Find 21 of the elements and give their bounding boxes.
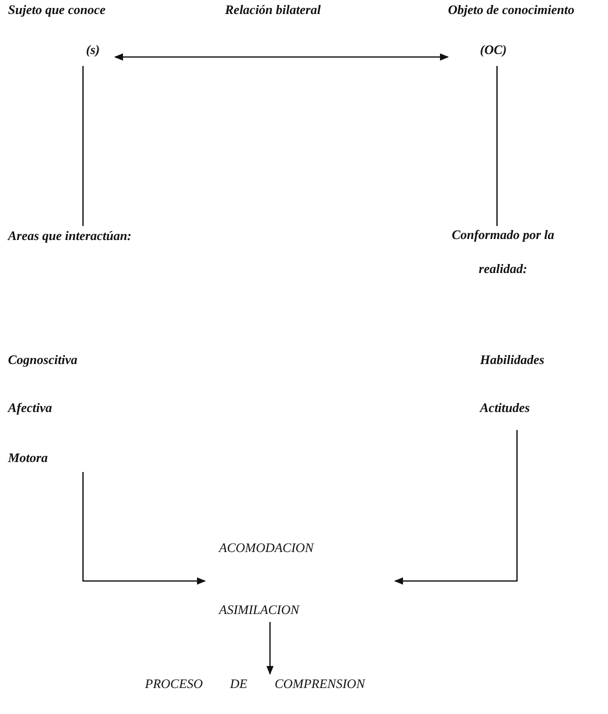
node-text: Conformado por la realidad: xyxy=(450,226,556,278)
edge-caption: Relación bilateral xyxy=(225,2,321,18)
arrow xyxy=(114,53,449,61)
node-text: ACOMODACION xyxy=(219,540,314,556)
node-text: Motora xyxy=(8,450,48,466)
connector-line xyxy=(82,66,84,226)
connector-line xyxy=(496,66,498,226)
node-text: ASIMILACION xyxy=(219,602,300,618)
node-text: Afectiva xyxy=(8,400,52,416)
node-text: PROCESO DE COMPRENSION xyxy=(145,676,365,692)
node-text: Cognoscitiva xyxy=(8,352,78,368)
node-text: Sujeto que conoce xyxy=(8,2,106,18)
arrow xyxy=(82,472,206,585)
arrow xyxy=(266,622,274,675)
arrow xyxy=(394,430,518,585)
node-text: (OC) xyxy=(480,42,507,58)
node-text: Habilidades xyxy=(480,352,544,368)
node-text: Areas que interactúan: xyxy=(8,228,132,244)
node-text: Objeto de conocimiento xyxy=(448,2,574,18)
node-text: Actitudes xyxy=(480,400,530,416)
node-text: (s) xyxy=(86,42,100,58)
